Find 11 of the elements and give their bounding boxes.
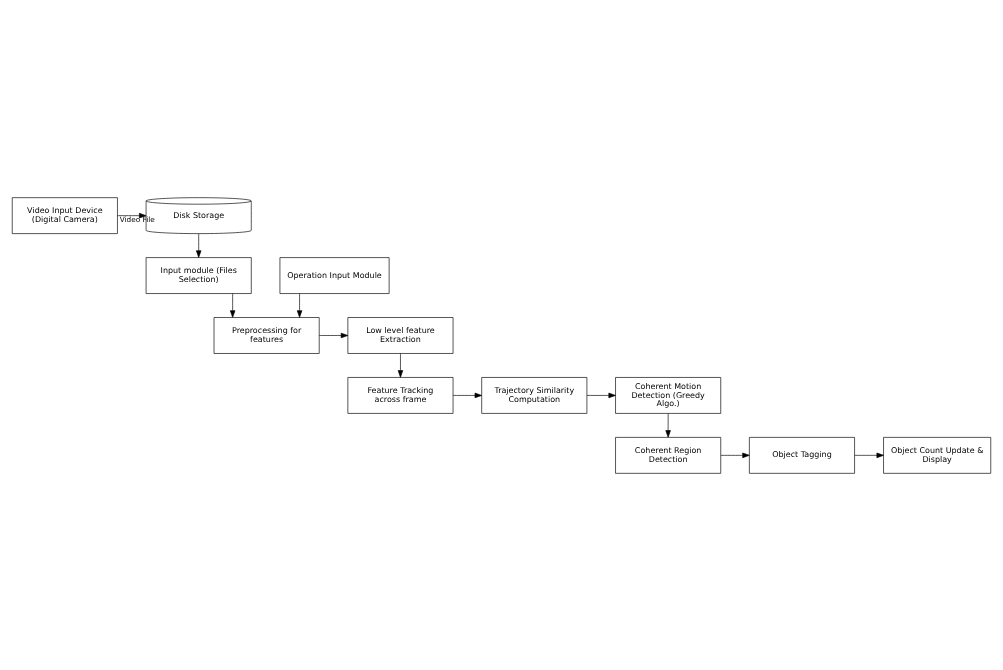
arrow: [665, 412, 671, 438]
arrow: [854, 452, 884, 458]
arrow: [196, 232, 202, 258]
arrow: [230, 292, 236, 318]
arrow: [117, 212, 147, 218]
arrow: [452, 392, 482, 398]
arrow: [586, 392, 616, 398]
arrow: [296, 292, 303, 318]
arrow: [397, 352, 404, 378]
arrow: [319, 332, 349, 338]
arrow: [720, 452, 750, 458]
